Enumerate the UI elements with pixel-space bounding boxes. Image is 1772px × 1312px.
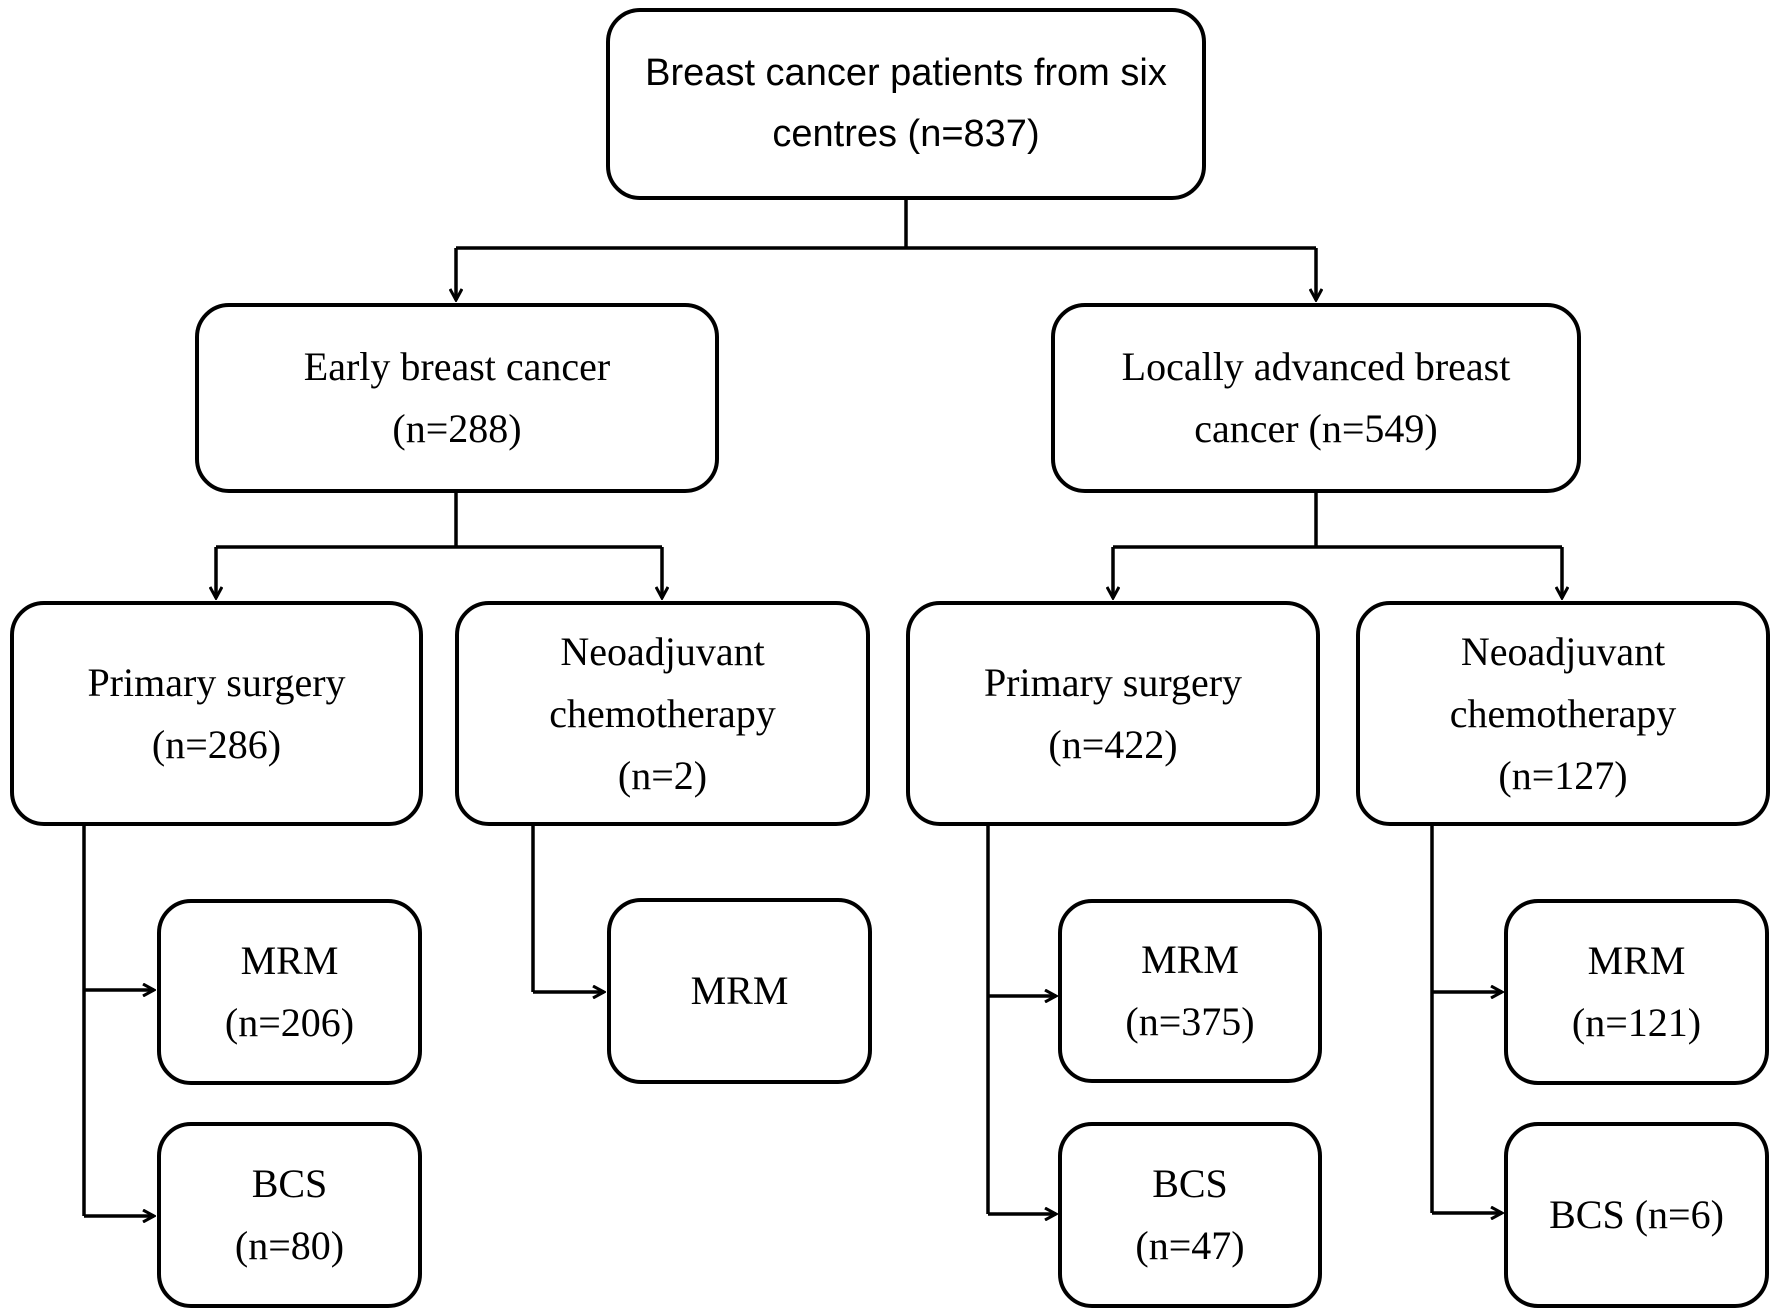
node-lab-line1: Locally advanced breast [1121, 344, 1511, 389]
node-lab-line2: cancer (n=549) [1194, 406, 1438, 451]
node-lab-neoadjuvant: Neoadjuvant chemotherapy (n=127) [1356, 601, 1770, 826]
node-early-breast-cancer: Early breast cancer (n=288) [195, 303, 719, 493]
node-early-surgery-bcs: BCS (n=80) [157, 1122, 422, 1308]
node-early-surgery-mrm-line2: (n=206) [224, 1000, 355, 1045]
node-lab-neo-mrm-line2: (n=121) [1571, 1000, 1702, 1045]
node-early-line1: Early breast cancer [303, 344, 611, 389]
node-early-neo-line2: chemotherapy [549, 690, 776, 736]
node-lab-primary-surgery: Primary surgery (n=422) [906, 601, 1320, 826]
node-lab-neo-line3: (n=127) [1498, 752, 1628, 798]
node-lab-surgery-mrm-line1: MRM [1141, 937, 1239, 982]
node-lab-surgery-bcs-line1: BCS [1152, 1161, 1228, 1206]
node-lab-surgery-bcs-line2: (n=47) [1135, 1223, 1245, 1268]
node-early-neo-mrm: MRM [607, 898, 872, 1084]
node-early-neo-line3: (n=2) [617, 752, 708, 798]
node-lab-neo-bcs-line1: BCS (n=6) [1549, 1192, 1724, 1237]
node-lab-surgery-line1: Primary surgery [983, 659, 1243, 705]
node-early-surgery-bcs-line1: BCS [251, 1161, 328, 1206]
node-early-primary-surgery: Primary surgery (n=286) [10, 601, 423, 826]
node-root-line1: Breast cancer patients from six [645, 52, 1167, 95]
node-lab-surgery-line2: (n=422) [1048, 721, 1178, 767]
node-early-surgery-mrm: MRM (n=206) [157, 899, 422, 1085]
node-early-neo-line1: Neoadjuvant [560, 628, 765, 674]
node-lab-neo-line2: chemotherapy [1449, 690, 1677, 736]
node-lab-surgery-mrm-line2: (n=375) [1125, 999, 1255, 1044]
node-locally-advanced: Locally advanced breast cancer (n=549) [1051, 303, 1581, 493]
node-lab-surgery-bcs: BCS (n=47) [1058, 1122, 1322, 1308]
node-lab-neo-mrm-line1: MRM [1587, 938, 1686, 983]
node-lab-neo-line1: Neoadjuvant [1460, 628, 1666, 674]
node-lab-neo-mrm: MRM (n=121) [1504, 899, 1769, 1085]
node-early-surgery-mrm-line1: MRM [240, 938, 339, 983]
node-lab-neo-bcs: BCS (n=6) [1504, 1122, 1769, 1308]
node-root-line2: centres (n=837) [772, 113, 1040, 155]
node-root: Breast cancer patients from six centres … [606, 8, 1206, 200]
node-early-surgery-line1: Primary surgery [87, 659, 346, 705]
node-early-neo-mrm-line1: MRM [690, 968, 789, 1013]
node-early-line2: (n=288) [392, 406, 522, 451]
node-early-surgery-line2: (n=286) [151, 721, 282, 767]
node-early-surgery-bcs-line2: (n=80) [234, 1223, 345, 1268]
node-early-neoadjuvant: Neoadjuvant chemotherapy (n=2) [455, 601, 870, 826]
node-lab-surgery-mrm: MRM (n=375) [1058, 899, 1322, 1083]
